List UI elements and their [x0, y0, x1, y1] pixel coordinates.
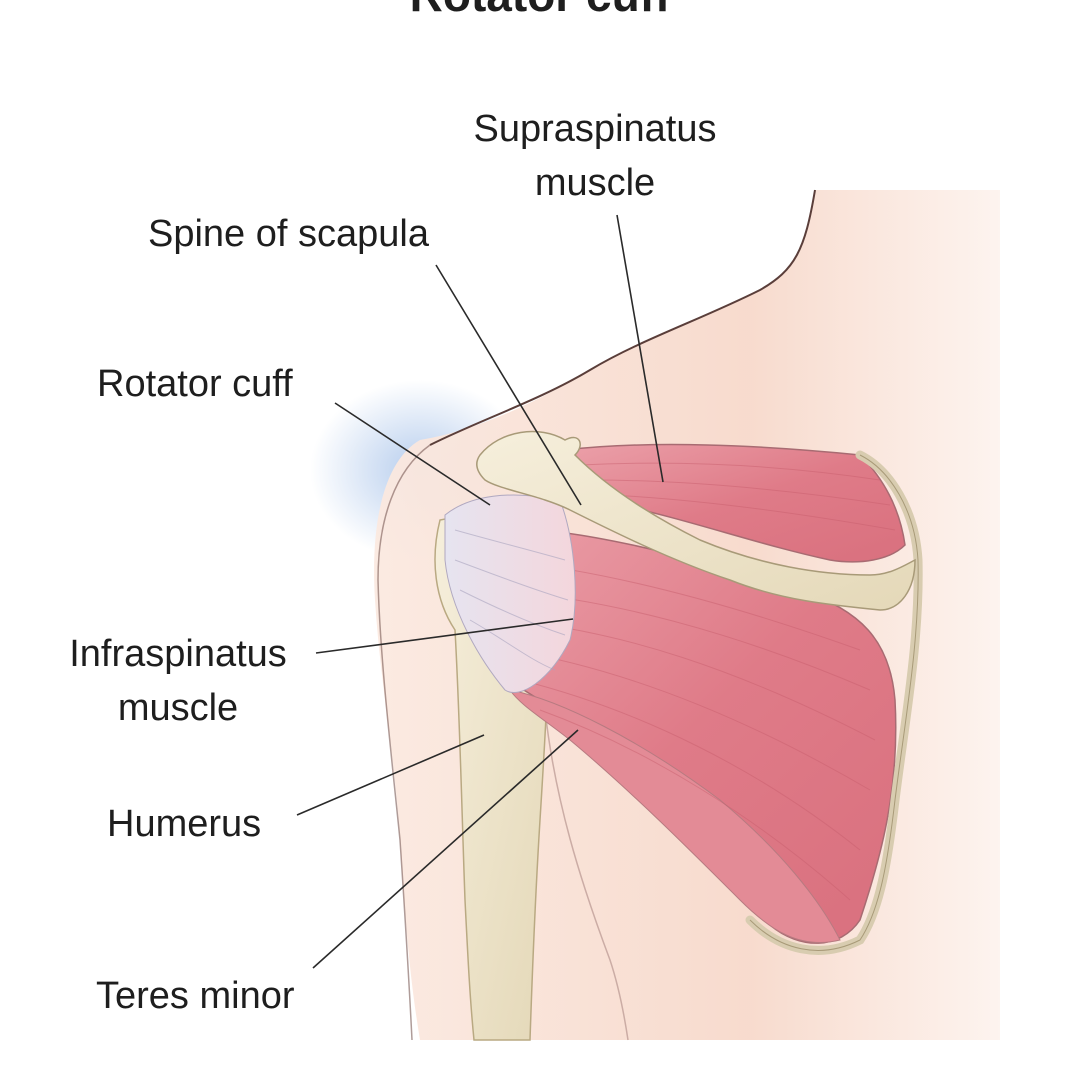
label-supraspinatus-line2: muscle [534, 162, 656, 204]
diagram-title: Rotator cuff [0, 0, 1080, 22]
scapula-spine-bone [475, 430, 916, 611]
label-supraspinatus: Supraspinatus muscle [440, 102, 750, 210]
tendon-fibers [454, 529, 569, 671]
spine-of-scapula-leader [435, 264, 582, 506]
infraspinatus-leader [315, 618, 574, 654]
rotator-cuff-leader [334, 402, 491, 506]
supraspinatus-fibers [579, 462, 896, 531]
leader-lines [296, 214, 664, 969]
arm-outline [377, 444, 431, 1041]
label-humerus: Humerus [107, 803, 262, 845]
armpit-line [544, 709, 629, 1041]
supraspinatus-leader [616, 214, 664, 483]
label-supraspinatus-line1: Supraspinatus [473, 108, 717, 150]
humerus-leader [296, 734, 485, 816]
scapula-border-outline [749, 454, 919, 951]
teres-minor-leader [312, 729, 579, 969]
teres-minor-shape [508, 689, 841, 944]
label-infraspinatus: Infraspinatus muscle [48, 627, 308, 735]
rotator-cuff-tendon [444, 494, 576, 693]
label-rotator-cuff: Rotator cuff [97, 363, 293, 405]
shoulder-outline [429, 189, 816, 446]
label-infraspinatus-line2: muscle [117, 687, 239, 729]
label-spine-of-scapula: Spine of scapula [148, 213, 429, 255]
label-teres-minor: Teres minor [96, 975, 295, 1017]
label-infraspinatus-line1: Infraspinatus [69, 633, 287, 675]
